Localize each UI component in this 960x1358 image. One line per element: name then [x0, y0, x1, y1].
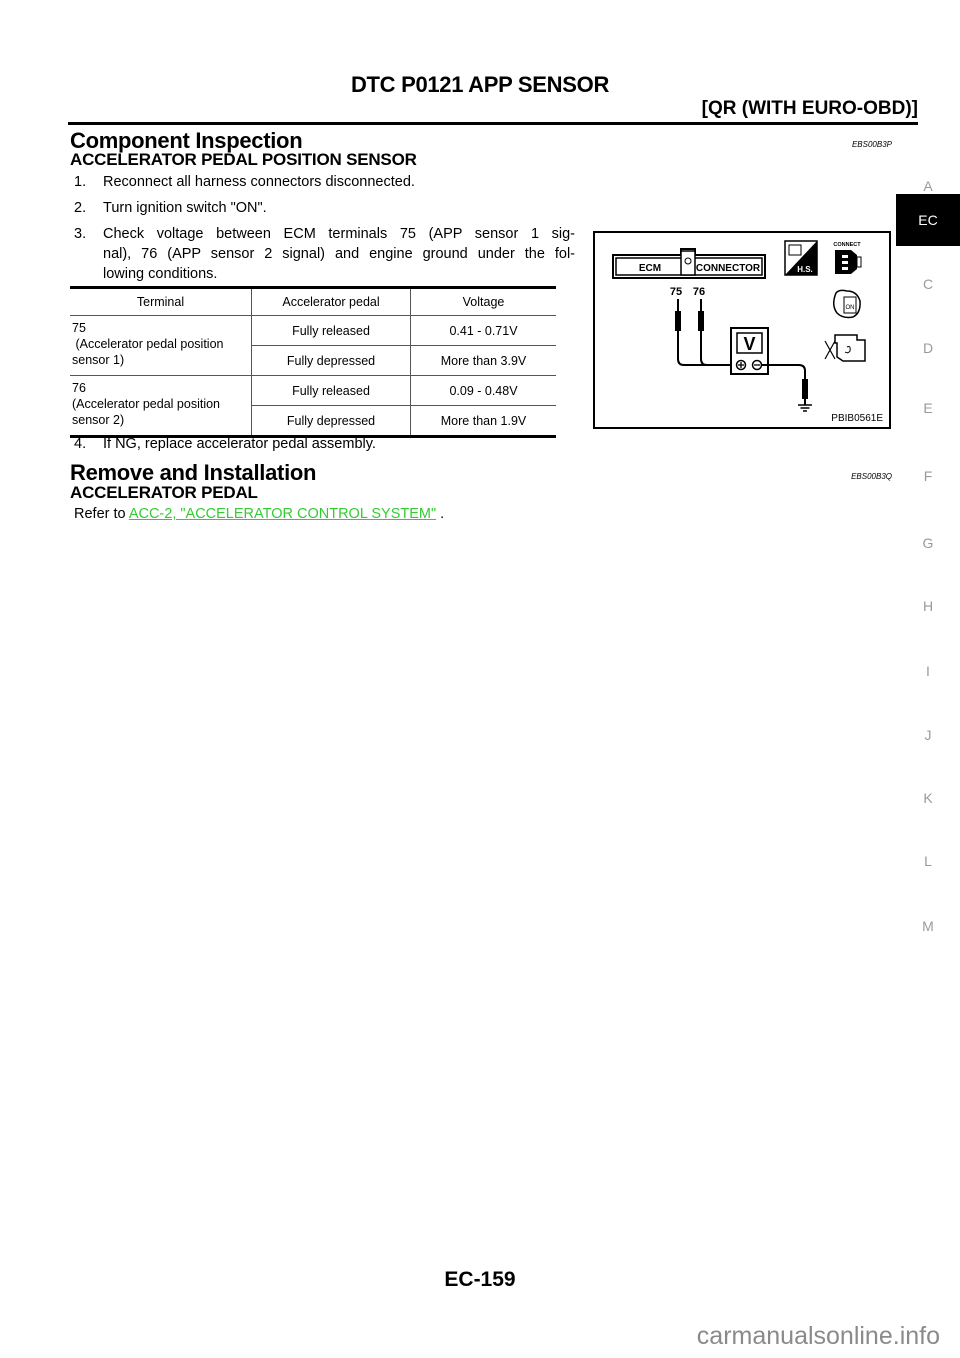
acc-2-link[interactable]: ACC-2, "ACCELERATOR CONTROL SYSTEM" [128, 506, 437, 522]
pedal-state: Fully released [251, 375, 411, 406]
svg-text:CONNECT: CONNECT [833, 242, 861, 248]
step-text-line: nal), 76 (APP sensor 2 signal) and engin… [103, 246, 575, 262]
step-number: 1. [74, 174, 87, 190]
step-text-line: lowing conditions. [103, 266, 218, 282]
col-header-voltage: Voltage [410, 286, 556, 316]
step-text: Turn ignition switch "ON". [103, 200, 267, 216]
section-code: EBS00B3P [851, 140, 892, 149]
svg-text:ON: ON [846, 305, 855, 311]
side-tab-i[interactable]: I [926, 663, 930, 679]
step-2: 2. Turn ignition switch "ON". [74, 198, 574, 218]
side-tab-e[interactable]: E [923, 400, 933, 416]
engine-off-icon [824, 334, 866, 362]
side-tab-d[interactable]: D [922, 340, 934, 356]
col-header-terminal: Terminal [70, 286, 252, 316]
refer-paragraph: Refer to ACC-2, "ACCELERATOR CONTROL SYS… [74, 506, 444, 522]
side-tab-k[interactable]: K [923, 790, 933, 806]
voltmeter-label: V [743, 334, 755, 354]
table-row: Fully depressed More than 3.9V [70, 345, 556, 376]
terminal-desc: sensor 1) [72, 353, 125, 367]
step-text: Reconnect all harness connectors disconn… [103, 174, 415, 190]
page-header-subtitle: [QR (WITH EURO-OBD)] [701, 98, 918, 119]
terminal-cell-76: 76 (Accelerator pedal position sensor 2) [70, 375, 252, 438]
refer-prefix: Refer to [74, 506, 129, 522]
col-header-pedal: Accelerator pedal [251, 286, 411, 316]
terminal-76-label: 76 [693, 286, 705, 298]
section-heading-component-inspection: Component Inspection [70, 128, 303, 153]
table-row: 76 (Accelerator pedal position sensor 2)… [70, 375, 556, 438]
terminal-number: 75 [72, 321, 86, 335]
svg-text:H.S.: H.S. [797, 265, 813, 274]
side-tab-g[interactable]: G [922, 535, 934, 551]
terminal-desc: (Accelerator pedal position [72, 397, 220, 411]
ignition-on-icon: ON [833, 289, 861, 319]
side-tab-m[interactable]: M [922, 918, 934, 934]
terminal-number: 76 [72, 381, 86, 395]
side-tab-f[interactable]: F [923, 468, 933, 484]
step-number: 3. [74, 226, 87, 242]
terminal-desc: sensor 2) [72, 413, 125, 427]
watermark: carmanualsonline.info [696, 1322, 940, 1350]
wiring-diagram-figure: ECM CONNECTOR 75 76 V H.S. [593, 231, 891, 429]
side-tab-a[interactable]: A [923, 178, 933, 194]
refer-suffix: . [436, 506, 445, 522]
step-number: 4. [74, 436, 87, 452]
table-row: 75 (Accelerator pedal position sensor 1)… [70, 315, 556, 376]
step-4: 4. If NG, replace accelerator pedal asse… [74, 434, 574, 454]
step-1: 1. Reconnect all harness connectors disc… [74, 172, 574, 192]
figure-id: PBIB0561E [831, 413, 883, 424]
section-heading-remove-installation: Remove and Installation [70, 460, 317, 485]
side-tab-h[interactable]: H [922, 598, 934, 614]
side-tab-l[interactable]: L [924, 853, 932, 869]
table-header-row: Terminal Accelerator pedal Voltage [70, 286, 556, 316]
header-rule [68, 122, 918, 125]
step-text: If NG, replace accelerator pedal assembl… [103, 436, 376, 452]
page-header-title: DTC P0121 APP SENSOR [350, 72, 610, 97]
side-tab-c[interactable]: C [922, 276, 934, 292]
terminal-cell-75: 75 (Accelerator pedal position sensor 1) [70, 315, 252, 376]
side-tab-ec[interactable]: EC [896, 194, 960, 246]
page-number: EC-159 [444, 1268, 516, 1291]
step-3: 3. Check voltage between ECM terminals 7… [74, 224, 575, 284]
connector-label: CONNECTOR [696, 263, 761, 274]
ecm-label: ECM [639, 263, 661, 274]
terminal-desc: (Accelerator pedal position [72, 337, 224, 351]
terminal-75-label: 75 [670, 286, 682, 298]
subheading-accelerator-pedal: ACCELERATOR PEDAL [70, 483, 258, 502]
voltage-value: 0.41 - 0.71V [410, 315, 556, 346]
voltage-spec-table: Terminal Accelerator pedal Voltage 75 (A… [70, 286, 556, 438]
circuit-diagram: ECM CONNECTOR 75 76 V H.S. [612, 240, 883, 424]
connect-icon: CONNECT [833, 242, 862, 274]
pedal-state: Fully depressed [251, 345, 411, 376]
step-number: 2. [74, 200, 87, 216]
voltage-value: More than 1.9V [410, 405, 556, 438]
subheading-app-sensor: ACCELERATOR PEDAL POSITION SENSOR [70, 150, 417, 169]
pedal-state: Fully released [251, 315, 411, 346]
step-text-line: Check voltage between ECM terminals 75 (… [103, 226, 575, 242]
pedal-state: Fully depressed [251, 405, 411, 438]
table-row: Fully depressed More than 1.9V [70, 405, 556, 438]
voltage-value: More than 3.9V [410, 345, 556, 376]
voltage-value: 0.09 - 0.48V [410, 375, 556, 406]
side-tab-j[interactable]: J [924, 727, 932, 743]
section-code: EBS00B3Q [851, 472, 892, 481]
hs-icon: H.S. [784, 240, 818, 276]
